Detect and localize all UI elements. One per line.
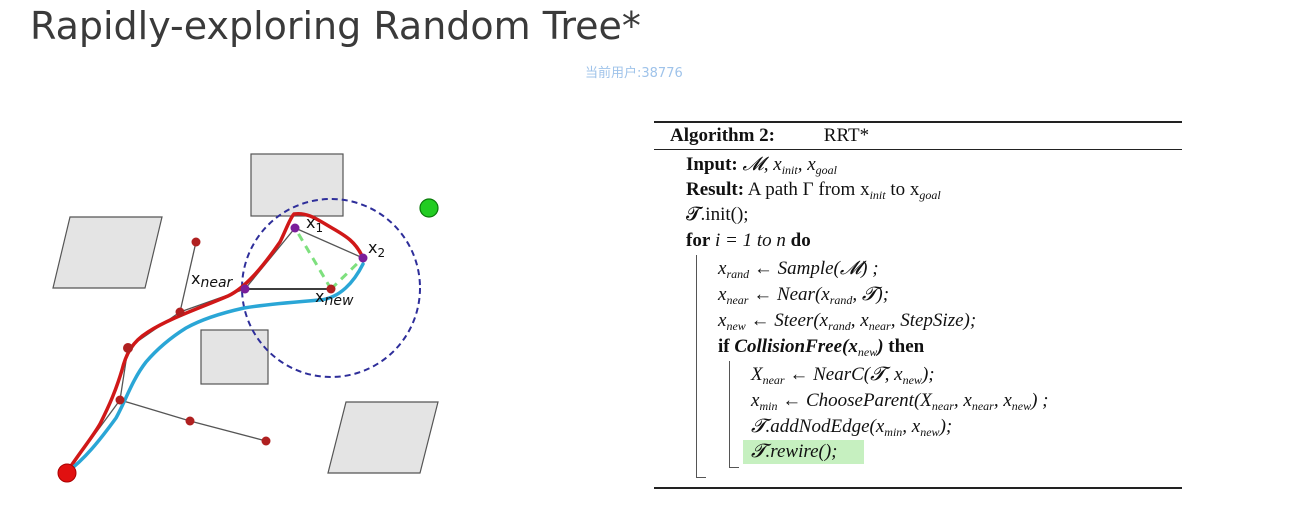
if-line: if CollisionFree(xnew) then <box>718 336 925 359</box>
rewire-highlight <box>743 440 864 464</box>
sample-line: xrand ← Sample(𝓜) ; <box>718 258 879 281</box>
input-line: Input: 𝓜, xinit, xgoal <box>686 154 838 177</box>
watermark: 当前用户:38776 <box>585 66 683 81</box>
goal-node <box>419 198 439 218</box>
for-line: for i = 1 to n do <box>686 230 811 251</box>
rrt-star-diagram: xnear xnew x1 x2 <box>52 153 439 483</box>
red-path <box>65 211 365 474</box>
label-x2: x2 <box>368 238 385 260</box>
obstacle-left <box>52 216 163 289</box>
result-line: Result: A path Γ from xinit to xgoal <box>686 179 941 202</box>
add-edge-line: 𝓣.addNodEdge(xmin, xnew); <box>751 416 953 439</box>
tree-nodes <box>115 237 336 446</box>
nearc-line: Xnear ← NearC(𝓣, xnew); <box>751 364 935 387</box>
header-rule <box>654 149 1182 150</box>
label-x1: x1 <box>306 213 323 235</box>
slide-title: Rapidly-exploring Random Tree* <box>30 4 641 48</box>
near-line: xnear ← Near(xrand, 𝓣); <box>718 284 890 307</box>
steer-line: xnew ← Steer(xrand, xnear, StepSize); <box>718 310 977 333</box>
top-rule <box>654 121 1182 123</box>
choose-parent-line: xmin ← ChooseParent(Xnear, xnear, xnew) … <box>751 390 1049 413</box>
label-x-new: xnew <box>315 287 354 309</box>
rewire-edge-x1 <box>293 227 333 290</box>
near-radius-circle <box>241 198 421 378</box>
rewire-line: 𝓣.rewire(); <box>751 441 838 462</box>
for-block-bar <box>696 255 697 477</box>
if-block-bar <box>729 361 730 467</box>
init-line: 𝓣.init(); <box>686 204 749 225</box>
node-x-near <box>240 284 250 294</box>
algorithm-label: Algorithm 2: <box>670 125 776 146</box>
start-node <box>57 463 77 483</box>
obstacle-middle <box>200 329 269 385</box>
blue-path <box>65 262 365 474</box>
if-block-end <box>729 467 739 468</box>
obstacle-bottom-right <box>327 401 439 474</box>
bottom-rule <box>654 487 1182 489</box>
node-x1 <box>290 223 300 233</box>
algorithm-header: Algorithm 2: RRT* <box>670 124 869 148</box>
node-x2 <box>358 253 368 263</box>
label-x-near: xnear <box>191 269 234 291</box>
algorithm-name: RRT* <box>823 125 870 146</box>
algorithm-box: Algorithm 2: RRT* Input: 𝓜, xinit, xgoal… <box>654 121 1182 491</box>
rewire-edge-x2 <box>329 256 365 291</box>
for-block-end <box>696 477 706 478</box>
